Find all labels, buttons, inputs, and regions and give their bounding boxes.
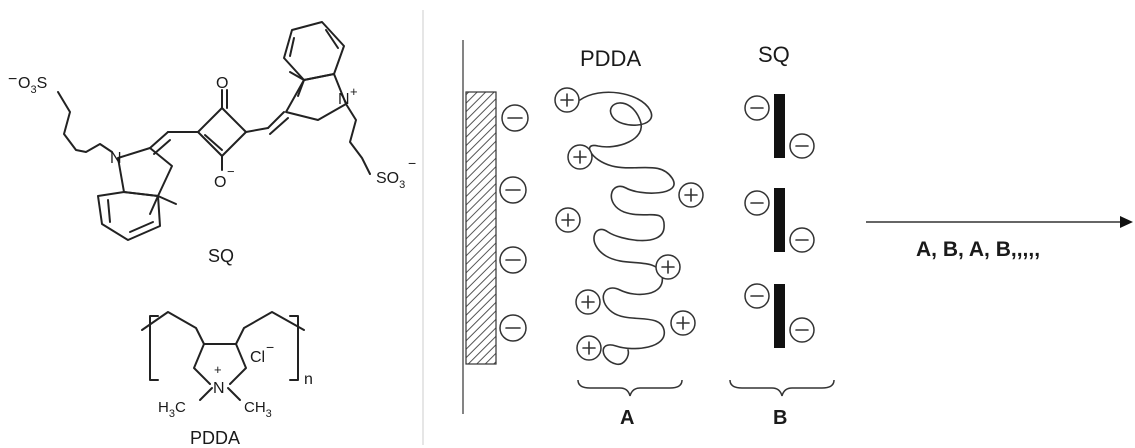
pdda-ring-right [229,343,247,385]
sq-molecule [744,188,815,253]
sq-right-methine [245,127,269,133]
pdda-layer-header: PDDA [580,46,641,71]
layer-b-brace [729,379,835,397]
sq-left-bridge-double [153,139,171,155]
sq-right-benzene [283,21,345,81]
sq-right-chain [345,103,371,175]
substrate-negative-charge [499,314,527,342]
sq-right-five-ring [285,73,347,121]
layer-a-label: A [620,407,634,429]
sq-right-sulfonate-label: SO3 [376,170,405,191]
pdda-backbone-right [235,311,305,345]
sq-right-nitrogen: N [338,91,350,108]
sq-square-inner [204,134,223,151]
pdda-positive-charge [567,144,593,170]
sq-top-oxygen: O [216,75,228,92]
sq-left-methyl-1 [149,195,159,215]
sq-left-nitrogen: N [110,150,122,167]
sq-layer-header: SQ [758,42,790,67]
pdda-methyl-right: CH3 [244,399,272,420]
pdda-bracket-left [149,315,159,381]
pdda-polymer-chain [579,91,675,366]
layer-a-brace [577,379,683,397]
deposition-sequence: A, B, A, B,,,,, [916,238,1040,261]
pdda-bracket-right [289,315,299,381]
pdda-methyl-bond-left [199,387,213,401]
sq-left-sulfonate-label: O3S [18,75,47,96]
substrate-negative-charge [499,176,527,204]
sq-bottom-oxygen: O [214,174,226,191]
sq-left-benzene [97,191,161,241]
sq-left-chain [57,91,113,153]
substrate-negative-charge [501,104,529,132]
pdda-compound-name: PDDA [190,428,240,448]
pdda-nitrogen-charge: + [214,362,222,377]
sq-left-bridge [149,131,169,149]
sq-right-nitrogen-charge: + [350,84,358,99]
sq-right-sulfonate-charge: − [408,155,416,171]
sq-bottom-oxygen-charge: − [227,164,235,179]
pdda-positive-charge [555,207,581,233]
pdda-structure: N + Cl − H3C CH3 n PDDA [141,311,313,448]
pdda-nitrogen: N [213,380,225,397]
sq-right-benzene-inner-1 [325,29,339,49]
sq-left-sulfonate-charge: − [8,71,17,88]
sq-left-five-ring [117,147,173,197]
sq-molecule [744,94,815,159]
pdda-positive-charge [576,335,602,361]
sq-right-methyl-1 [289,71,305,81]
pdda-positive-charge [655,254,681,280]
substrate [465,91,497,365]
pdda-positive-charge [554,87,580,113]
sq-right-bridge [267,111,285,129]
pdda-methyl-left: H3C [158,399,186,420]
layer-b-label: B [773,407,787,429]
pdda-methyl-bond-right [227,387,241,401]
substrate-negative-charge [499,246,527,274]
sq-right-methyl-2 [297,79,305,97]
layer-schematic: PDDA [462,40,1133,429]
sq-left-benzene-inner-1 [107,199,111,223]
sq-right-bridge-double [269,117,289,135]
pdda-backbone-left [141,311,205,345]
pdda-positive-charge [575,289,601,315]
sq-right-benzene-inner-2 [289,37,295,57]
sq-left-methyl-2 [157,195,177,205]
pdda-chloride-charge: − [266,339,274,355]
pdda-repeat-index: n [304,371,313,388]
pdda-positive-charge [670,310,696,336]
pdda-ring-left [193,343,211,385]
arrow-head-icon [1120,216,1133,228]
sq-compound-name: SQ [208,246,234,266]
pdda-positive-charge [678,182,704,208]
sq-molecule [744,283,815,348]
pdda-chloride: Cl [250,349,265,366]
sq-structure: − O3S N O O − N + SO3 − SQ [8,21,416,266]
sq-left-benzene-inner-2 [129,221,154,233]
